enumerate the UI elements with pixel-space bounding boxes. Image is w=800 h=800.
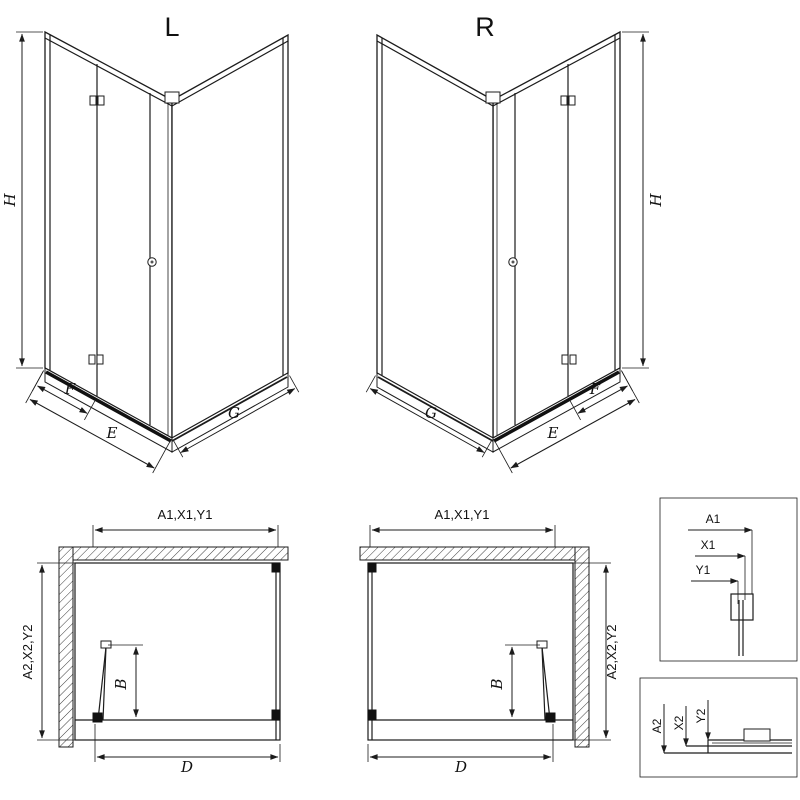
detail-frame	[639, 677, 798, 778]
detail-bottom-a2-label: A2	[650, 718, 664, 733]
plan-right-d-label: D	[454, 758, 467, 776]
hinge-icon	[536, 640, 548, 649]
dimension-d: D	[367, 724, 554, 776]
folded-door	[536, 640, 556, 723]
dimension-a2: A2,X2,Y2	[20, 562, 75, 741]
tray-outline	[74, 562, 281, 741]
dimension-e: E	[494, 370, 640, 474]
top-rail	[171, 40, 289, 107]
dimension-e: E	[25, 370, 171, 474]
r-perspective-view: R H	[365, 12, 665, 474]
glass-side-panel	[171, 33, 289, 440]
folded-door	[92, 640, 112, 723]
pivot-block	[92, 712, 103, 723]
door-knob-icon	[147, 257, 157, 267]
wall-hatch-top	[359, 546, 579, 561]
plan-right-b-label: B	[488, 678, 506, 690]
dim-e-right: E	[547, 424, 559, 442]
top-rail	[376, 40, 494, 107]
detail-box-top: A1 X1 Y1	[659, 497, 798, 662]
top-rail	[492, 37, 621, 107]
plan-right-side-dim-label: A2,X2,Y2	[604, 625, 619, 680]
detail-bottom-y2-label: Y2	[694, 708, 708, 723]
hinge-icon	[561, 354, 577, 365]
detail-top-x1-label: X1	[701, 538, 716, 552]
detail-box-bottom: A2 X2 Y2	[639, 677, 798, 778]
dimension-h: H	[622, 31, 665, 369]
wall-hatch-top	[69, 546, 289, 561]
tray-outline	[367, 562, 574, 741]
hinge-icon	[88, 354, 104, 365]
glass-door-panel	[44, 30, 173, 440]
detail-bottom-x2-label: X2	[672, 715, 686, 730]
plan-left-side-dim-label: A2,X2,Y2	[20, 625, 35, 680]
top-rail	[44, 37, 173, 107]
dimension-b: B	[488, 644, 540, 718]
corner-bracket-icon	[164, 91, 180, 104]
dim-g-right: G	[425, 404, 437, 422]
wall-profile-section	[730, 593, 754, 656]
hinge-icon	[89, 95, 105, 106]
plan-left-d-label: D	[180, 758, 193, 776]
dimension-a2: A2,X2,Y2	[573, 562, 619, 741]
plan-view-left: A1,X1,Y1 B	[20, 507, 289, 776]
hinge-icon	[560, 95, 576, 106]
clamp-block	[743, 728, 771, 742]
dim-h-left: H	[1, 193, 19, 208]
corner-profile-block	[271, 709, 281, 721]
dim-e-left: E	[106, 424, 118, 442]
dim-f-left: F	[64, 380, 76, 398]
wall-hatch-left	[58, 546, 74, 748]
plan-left-b-label: B	[112, 678, 130, 690]
wall-profile-block	[271, 562, 281, 573]
l-perspective-view: L	[1, 12, 300, 474]
detail-top-a1-label: A1	[706, 512, 721, 526]
glass-door-panel	[492, 30, 621, 440]
dimension-b: B	[108, 644, 143, 718]
r-view-label: R	[475, 12, 495, 42]
door-knob-icon	[508, 257, 518, 267]
pivot-block	[545, 712, 556, 723]
l-view-label: L	[164, 12, 179, 42]
dim-g-left: G	[228, 404, 240, 422]
plan-view-right: A1,X1,Y1 B D	[359, 507, 619, 776]
glass-side-panel	[376, 33, 494, 440]
dimension-g: G	[365, 375, 492, 458]
plan-right-top-dim-label: A1,X1,Y1	[435, 507, 490, 522]
detail-frame	[659, 497, 798, 662]
corner-bracket-icon	[485, 91, 501, 104]
dimension-g: G	[173, 375, 300, 458]
hinge-icon	[100, 640, 112, 649]
dim-h-right: H	[647, 193, 665, 208]
dimension-d: D	[94, 724, 281, 776]
dim-f-right: F	[589, 380, 601, 398]
detail-top-y1-label: Y1	[696, 563, 711, 577]
dimension-h: H	[1, 31, 43, 369]
wall-hatch-right	[574, 546, 590, 748]
plan-left-top-dim-label: A1,X1,Y1	[158, 507, 213, 522]
floor-profile-section	[664, 728, 792, 754]
wall-profile-block	[367, 562, 377, 573]
corner-profile-block	[367, 709, 377, 721]
